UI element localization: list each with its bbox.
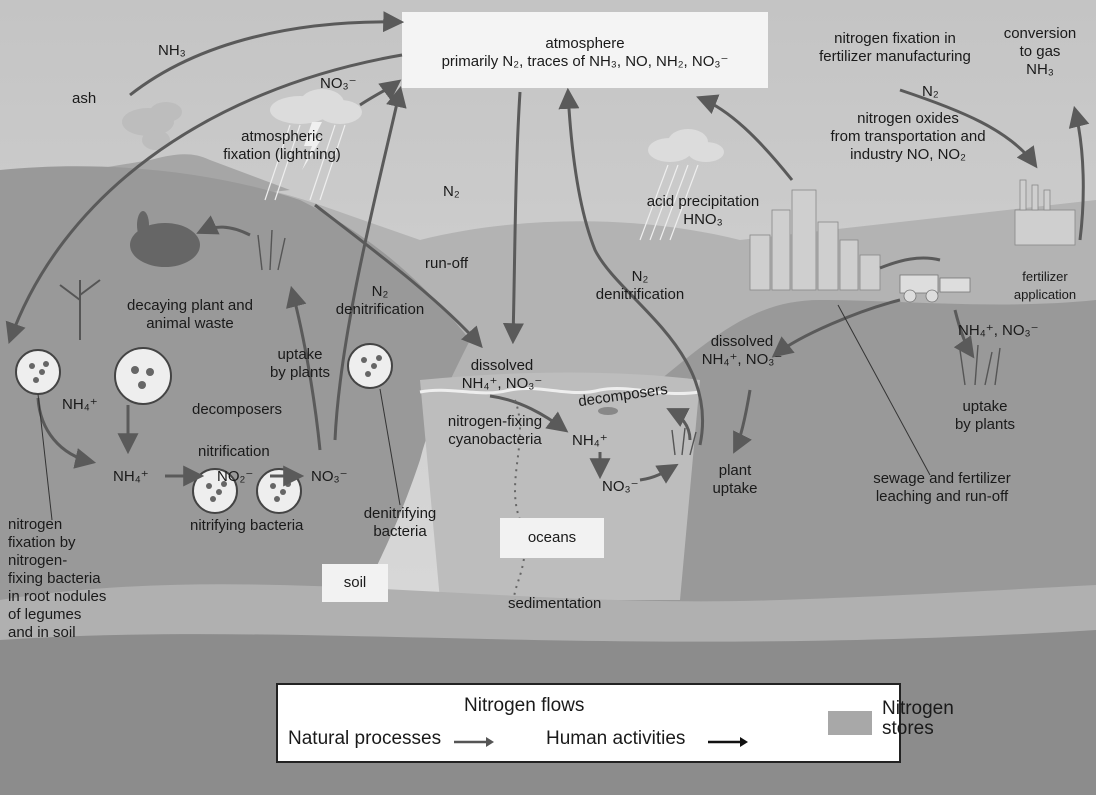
legend-stores-swatch [828, 711, 872, 735]
fish [598, 407, 618, 415]
flow-arrows [5, 11, 1090, 487]
nitrogen-fixing-cyanobacteria-label: nitrogen-fixing cyanobacteria [447, 413, 543, 448]
run-off-label: run-off [425, 255, 469, 272]
ash-label: ash [72, 90, 97, 107]
left-land [0, 166, 470, 620]
n2-mid-label: N₂ [443, 183, 460, 200]
no2-soil-label: NO₂⁻ [217, 468, 254, 485]
right-land [600, 300, 1096, 640]
acid-rain-cloud [648, 129, 724, 162]
nh4-ocean-label: NH₄⁺ [572, 432, 608, 449]
nh4-root-label: NH₄⁺ [62, 396, 98, 413]
n2-denitrification-soil-label: N₂ denitrification [335, 283, 425, 318]
atmosphere-box [402, 12, 768, 88]
legend-title: Nitrogen flows [464, 695, 585, 716]
dissolved-ocean-label: dissolved NH₄⁺, NO₃⁻ [461, 357, 543, 392]
ocean-water [420, 372, 700, 600]
legend: Nitrogen flows Natural processes Human a… [276, 683, 954, 763]
oceans-box [500, 518, 604, 558]
legend-human-arrow [708, 737, 748, 747]
plant-uptake-label: plant uptake [712, 462, 758, 497]
fertilizer-application-label: fertilizer application [1013, 269, 1077, 302]
oceans-label: oceans [527, 529, 577, 546]
nitrogen-fixation-bacteria-label: nitrogen fixation by nitrogen- fixing ba… [8, 516, 107, 641]
conversion-to-gas-label: conversion to gas NH₃ [1003, 25, 1077, 78]
nh4-no3-fields-label: NH₄⁺, NO₃⁻ [958, 322, 1039, 339]
nitrifying-bacteria-label: nitrifying bacteria [190, 517, 304, 534]
denitrifying-bacteria-label: denitrifying bacteria [363, 505, 437, 540]
legume-tree [59, 279, 101, 340]
pointer-lines [37, 304, 931, 521]
legend-stores-label: Nitrogen stores [882, 698, 954, 739]
city [749, 189, 881, 291]
factory [1014, 179, 1076, 246]
uptake-by-plants-right-label: uptake by plants [954, 398, 1016, 433]
dissolved-right-label: dissolved NH₄⁺, NO₃⁻ [701, 333, 783, 368]
soil-label: soil [343, 574, 367, 591]
ash-plume [122, 102, 182, 150]
nitrogen-oxides-label: nitrogen oxides from transportation and … [830, 110, 986, 163]
acid-precipitation-label: acid precipitation HNO₃ [646, 193, 760, 228]
uptake-by-plants-left-label: uptake by plants [269, 346, 331, 381]
atmosphere-title: atmosphere [545, 35, 625, 52]
bacteria-dots [29, 355, 382, 502]
legend-natural-arrow [454, 737, 494, 747]
atmosphere-composition: primarily N₂, traces of NH₃, NO, NH₂, NO… [441, 53, 729, 70]
lightning-cloud [270, 89, 362, 124]
no3-soil-label: NO₃⁻ [311, 468, 348, 485]
decaying-waste-label: decaying plant and animal waste [127, 297, 253, 332]
nh4-soil-label: NH₄⁺ [113, 468, 149, 485]
fertilizer-fixation-label: nitrogen fixation in fertilizer manufact… [819, 30, 971, 65]
no3-cloud-label: NO₃⁻ [320, 75, 357, 92]
legend-human-label: Human activities [546, 728, 686, 749]
rain-streaks [264, 124, 699, 241]
decomposers-left-label: decomposers [192, 401, 283, 418]
legend-natural-label: Natural processes [288, 728, 442, 749]
nh3-top-left-label: NH₃ [158, 42, 186, 59]
no3-ocean-label: NO₃⁻ [602, 478, 639, 495]
sedimentation-label: sedimentation [508, 595, 602, 612]
lightning-icon [302, 122, 322, 170]
tractor [899, 274, 971, 303]
soil-box [322, 564, 388, 602]
n2-fertilizer-label: N₂ [922, 83, 939, 100]
n2-denitrification-ocean-label: N₂ denitrification [595, 268, 685, 303]
sewage-label: sewage and fertilizer leaching and run-o… [873, 470, 1011, 505]
atmospheric-fixation-label: atmospheric fixation (lightning) [223, 128, 341, 163]
nitrification-label: nitrification [198, 443, 270, 460]
